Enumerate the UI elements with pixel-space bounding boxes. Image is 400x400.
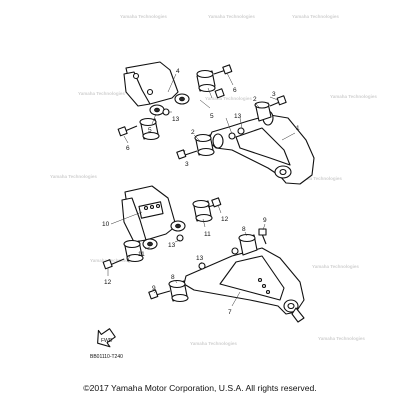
diagram-code: BB01110-T240 [90, 354, 123, 360]
bolt-9-top [258, 228, 267, 245]
nut-13-lower-right [198, 262, 206, 270]
callout-8: 8 [242, 226, 246, 233]
watermark: Yamaha Technologies [50, 174, 97, 179]
callout-5: 5 [210, 113, 214, 120]
callout-13: 13 [196, 255, 204, 262]
bracket-bushing-11-low [142, 238, 158, 250]
copyright-notice: ©2017 Yamaha Motor Corporation, U.S.A. A… [83, 383, 317, 393]
upper-mount-bracket [123, 61, 179, 107]
bolt-3-upper [269, 95, 287, 107]
bolt-6-top [213, 64, 233, 75]
rubber-bushing-rear [139, 117, 160, 141]
watermark: Yamaha Technologies [78, 91, 125, 96]
nut-13-mid [228, 132, 236, 140]
callout-7: 7 [228, 309, 232, 316]
fwd-label: FWD [101, 338, 113, 344]
bracket-bushing-11-top [170, 220, 186, 232]
callout-11: 11 [204, 231, 211, 238]
arm-bushing-8-left [168, 279, 189, 303]
bracket-bushing-lower [149, 104, 165, 116]
forward-arrow-icon: FWD [97, 328, 116, 348]
callout-1: 1 [296, 125, 300, 132]
callout-9: 9 [263, 217, 267, 224]
callout-11: 11 [138, 251, 145, 258]
callout-12: 12 [104, 279, 112, 286]
watermark: Yamaha Technologies [295, 176, 342, 181]
nut-13-lower-mid [231, 247, 239, 255]
rubber-bushing-top [196, 69, 216, 93]
callout-3: 3 [272, 91, 276, 98]
callout-5: 5 [148, 127, 152, 134]
leader-lines [107, 72, 296, 307]
bolt-3-lower [176, 149, 198, 160]
callout-6: 6 [126, 145, 130, 152]
bolt-12-left [102, 258, 125, 270]
bolt-12-top [207, 197, 222, 208]
callout-12: 12 [221, 216, 229, 223]
callout-4: 4 [176, 68, 180, 75]
watermark: Yamaha Technologies [318, 336, 365, 341]
callout-2: 2 [253, 96, 257, 103]
watermark: Yamaha Technologies [292, 14, 339, 19]
callout-13: 13 [234, 113, 242, 120]
callout-3: 3 [185, 161, 189, 168]
watermark: Yamaha Technologies [205, 96, 252, 101]
nut-13-right [237, 127, 245, 135]
watermark: Yamaha Technologies [190, 341, 237, 346]
rubber-bushing-lower-top [192, 199, 213, 223]
rubber-bushing-lower-rear [123, 239, 144, 263]
watermark: Yamaha Technologies [312, 264, 359, 269]
watermark: Yamaha Technologies [90, 258, 137, 263]
lower-a-arm [183, 247, 305, 323]
arm-bushing-8-top [238, 233, 258, 256]
callout-2: 2 [191, 129, 195, 136]
callout-9: 9 [152, 285, 156, 292]
nut-13-lower-left [176, 234, 184, 242]
bolt-9-left [148, 289, 171, 300]
callout-13: 13 [172, 116, 180, 123]
watermark: Yamaha Technologies [330, 94, 377, 99]
upper-a-arm [207, 110, 315, 185]
watermark: Yamaha Technologies [208, 14, 255, 19]
watermarks: Yamaha Technologies Yamaha Technologies … [50, 14, 377, 346]
watermark: Yamaha Technologies [120, 14, 167, 19]
bracket-bushing-upper [174, 93, 190, 105]
callout-13: 13 [168, 242, 176, 249]
arm-bushing-upper-1 [254, 101, 272, 122]
callout-6: 6 [233, 87, 237, 94]
nut-6-right [214, 88, 225, 99]
lower-mount-bracket [121, 185, 177, 243]
bolt-6-left [117, 125, 138, 137]
arm-bushing-upper-2 [194, 133, 215, 157]
callout-8: 8 [171, 274, 175, 281]
callout-10: 10 [102, 221, 110, 228]
callout-labels: 1 2 2 3 3 4 5 5 6 6 7 8 8 9 9 10 11 11 1… [102, 68, 300, 316]
